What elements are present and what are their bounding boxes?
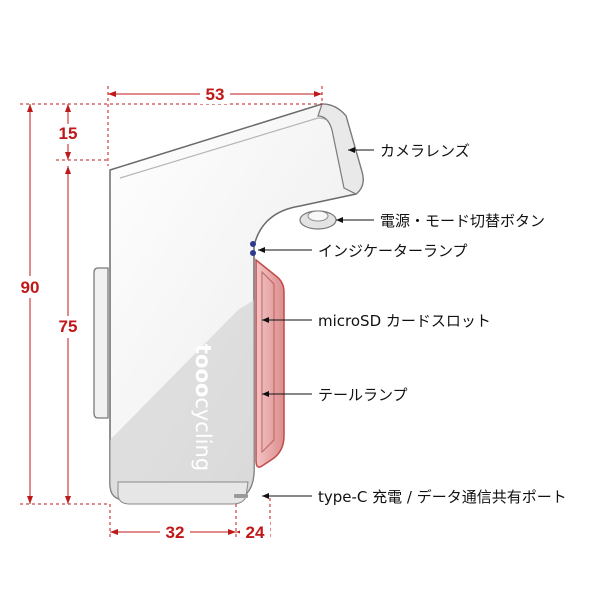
- label-tail-lamp: テールランプ: [318, 386, 408, 404]
- device-body: tooocycling: [93, 103, 364, 505]
- base-plate: [117, 481, 249, 505]
- dim-width-top: 53: [206, 85, 225, 104]
- brand-logo: tooocycling: [191, 344, 215, 471]
- usb-port: [234, 494, 248, 498]
- lens-face: [317, 103, 364, 195]
- shadow-area: [110, 300, 254, 500]
- label-camera-lens: カメラレンズ: [380, 142, 470, 160]
- label-usb-port: type-C 充電 / データ通信共有ポート: [318, 488, 567, 506]
- indicator-lamp: [250, 241, 256, 256]
- tail-lamp-inner: [261, 270, 275, 454]
- label-power-mode-button: 電源・モード切替ボタン: [380, 212, 545, 230]
- dim-height-lower: 75: [59, 317, 78, 336]
- dim-depth-body: 32: [166, 523, 185, 542]
- dim-height-total: 90: [21, 278, 40, 297]
- callout-leaders: [258, 149, 374, 497]
- power-mode-button[interactable]: [299, 210, 337, 230]
- mount-clip: [93, 267, 109, 419]
- dim-depth-base: 24: [246, 523, 265, 542]
- label-indicator-lamp: インジケーターランプ: [318, 242, 468, 260]
- callout-arrowheads: [258, 147, 355, 499]
- tail-lamp-panel: [255, 258, 285, 468]
- dim-height-upper: 15: [59, 124, 78, 143]
- label-microsd-slot: microSD カードスロット: [318, 312, 491, 330]
